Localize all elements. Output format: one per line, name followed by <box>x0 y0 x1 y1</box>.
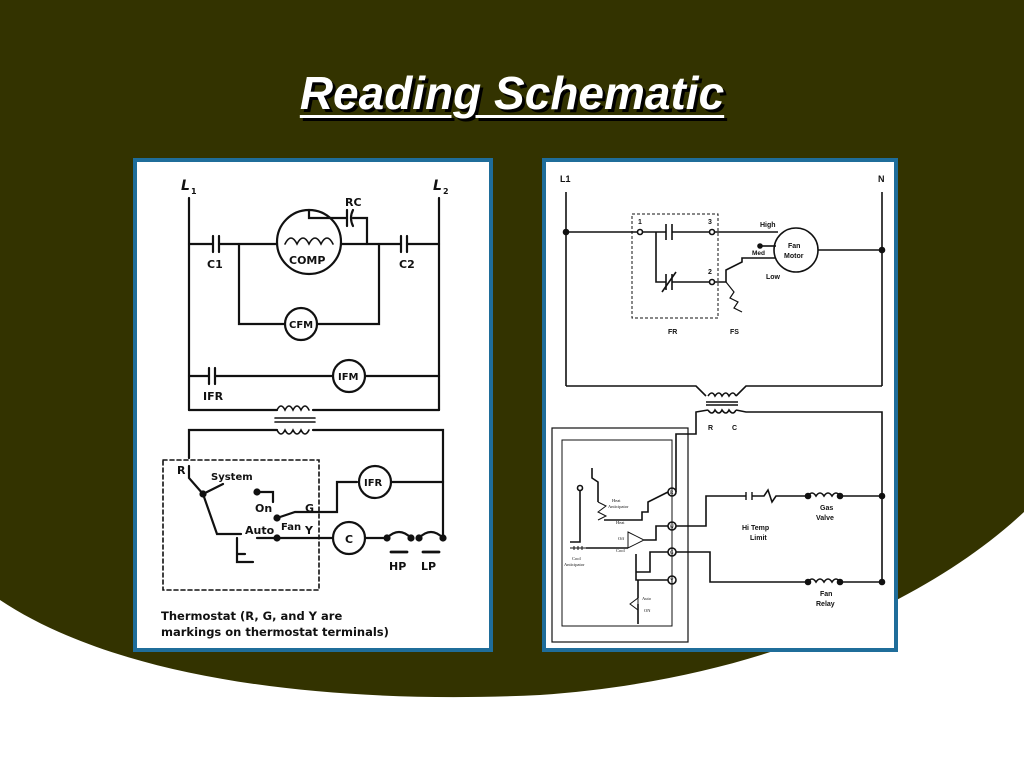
thermostat-box <box>551 427 689 643</box>
label-l2: L <box>433 178 442 194</box>
label-low: Low <box>766 274 781 281</box>
label-rc: RC <box>345 196 362 209</box>
label-fan: Fan <box>281 522 301 533</box>
label-heat: Heat <box>616 520 625 525</box>
label-fan-motor-1: Fan <box>788 243 800 250</box>
label-transformer-r: R <box>708 425 713 432</box>
transformer-primary <box>707 392 737 398</box>
label-fr: FR <box>668 329 677 336</box>
fan-motor <box>773 227 819 273</box>
label-cfm: CFM <box>289 320 313 331</box>
label-hi-temp-2: Limit <box>750 535 767 542</box>
label-hp: HP <box>389 560 406 573</box>
label-fan-motor-2: Motor <box>784 253 804 260</box>
label-auto: Auto <box>642 596 652 601</box>
label-l1: L <box>181 178 190 194</box>
fan-switch-fs <box>725 281 743 313</box>
system-selector <box>627 531 646 549</box>
label-term-w: W <box>670 525 675 530</box>
switch-lp <box>417 530 445 540</box>
label-c-coil: C <box>345 533 353 546</box>
thermostat-box <box>162 459 320 591</box>
thermostat-caption: Thermostat (R, G, and Y are markings on … <box>161 608 481 640</box>
label-term-g: G <box>670 551 674 556</box>
label-med: Med <box>752 250 765 257</box>
label-cool-anticipator-2: Anticipator <box>564 562 585 567</box>
label-on: ON <box>644 608 651 613</box>
label-hi-temp-1: Hi Temp <box>742 525 769 532</box>
label-comp: COMP <box>289 254 325 267</box>
label-high: High <box>760 222 776 229</box>
label-n: N <box>878 174 885 184</box>
label-l1-sub: 1 <box>191 187 197 196</box>
label-contact-2: 2 <box>708 269 712 276</box>
label-term-y: Y <box>670 579 674 584</box>
label-on: On <box>255 502 272 515</box>
label-ifr-contact: IFR <box>203 390 224 403</box>
label-c2: C2 <box>399 258 415 271</box>
label-cool: Cool <box>616 548 626 553</box>
thermostat-inner <box>561 439 673 627</box>
fr-relay-box <box>631 213 719 319</box>
right-schematic: L1 N 1 3 2 FR High Med Low FS <box>551 174 886 643</box>
label-l2-sub: 2 <box>443 187 449 196</box>
left-schematic: L 1 L 2 RC COMP C1 C2 CFM <box>162 178 449 591</box>
label-ifr-coil: IFR <box>364 478 383 489</box>
fan-relay-coil <box>807 578 841 584</box>
caption-line-2: markings on thermostat terminals) <box>161 625 389 639</box>
label-system: System <box>211 472 253 483</box>
label-r: R <box>177 464 186 477</box>
label-g: G <box>305 502 314 515</box>
label-auto: Auto <box>245 524 275 537</box>
label-l1: L1 <box>560 174 571 184</box>
background-white-swoosh <box>0 512 1024 768</box>
label-fs: FS <box>730 329 739 336</box>
label-off: Off <box>618 536 625 541</box>
label-term-r: R <box>670 491 674 496</box>
label-contact-1: 1 <box>638 219 642 226</box>
label-gas-valve-1: Gas <box>820 505 833 512</box>
left-schematic-panel: L 1 L 2 RC COMP C1 C2 CFM <box>133 158 493 652</box>
switch-hp <box>385 530 413 540</box>
label-heat-anticipator-1: Heat <box>612 498 621 503</box>
transformer-secondary <box>276 428 310 435</box>
label-contact-3: 3 <box>708 219 712 226</box>
slide-title: Reading Schematic <box>299 67 725 119</box>
label-y: Y <box>304 524 314 537</box>
label-c1: C1 <box>207 258 223 271</box>
label-transformer-c: C <box>732 425 737 432</box>
label-cool-anticipator-1: Cool <box>572 556 582 561</box>
caption-line-1: Thermostat (R, G, and Y are <box>161 609 343 623</box>
label-fan-relay-1: Fan <box>820 591 832 598</box>
label-fan-relay-2: Relay <box>816 601 835 608</box>
right-schematic-panel: L1 N 1 3 2 FR High Med Low FS <box>542 158 898 652</box>
label-lp: LP <box>421 560 436 573</box>
label-gas-valve-2: Valve <box>816 515 834 522</box>
gas-valve-coil <box>807 492 841 498</box>
fan-selector <box>629 597 639 611</box>
transformer-primary <box>276 405 310 412</box>
label-heat-anticipator-2: Anticipator <box>608 504 629 509</box>
label-ifm: IFM <box>338 372 359 383</box>
transformer-secondary <box>707 408 737 414</box>
